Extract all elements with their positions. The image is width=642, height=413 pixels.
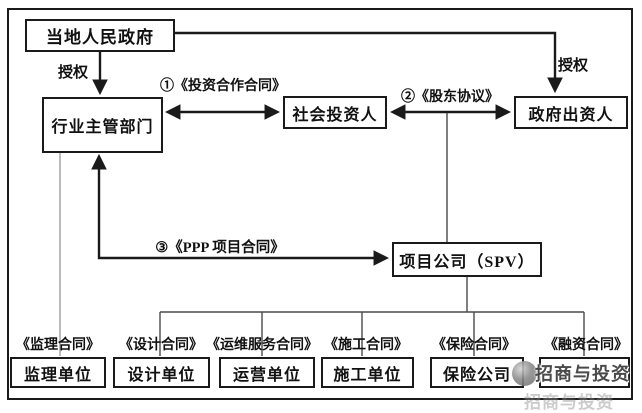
watermark-logo-icon: [512, 361, 537, 386]
watermark-text: 招商与投资: [535, 364, 630, 384]
node-supervision-unit-label: 监理单位: [23, 366, 92, 384]
node-gov-investor: 政府出资人: [514, 96, 628, 129]
label-om-service-contract: 《运维服务合同》: [206, 338, 318, 353]
node-gov-investor-label: 政府出资人: [528, 106, 614, 124]
label-supervision-contract: 《监理合同》: [16, 338, 100, 353]
node-insurance-company: 保险公司: [430, 357, 524, 388]
label-financing-contract: 《融资合同》: [544, 338, 628, 353]
node-social-investor: 社会投资人: [283, 96, 387, 129]
label-insurance-contract: 《保险合同》: [432, 338, 516, 353]
node-spv-label: 项目公司（SPV）: [399, 253, 535, 271]
edge-gov-to-gov-investor: [175, 31, 563, 94]
node-design-unit-label: 设计单位: [127, 366, 196, 384]
watermark-echo-text: 招商与投资: [524, 393, 614, 412]
node-local-government: 当地人民政府: [25, 19, 175, 52]
node-financing-unit: [539, 357, 630, 388]
node-construction-unit: 施工单位: [321, 357, 414, 388]
node-social-investor-label: 社会投资人: [292, 106, 378, 124]
node-operation-unit: 运营单位: [219, 357, 315, 388]
label-investment-contract: ①《投资合作合同》: [160, 79, 286, 94]
node-spv: 项目公司（SPV）: [392, 242, 542, 277]
node-industry-dept: 行业主管部门: [42, 97, 163, 153]
node-operation-unit-label: 运营单位: [232, 366, 301, 384]
node-insurance-company-label: 保险公司: [442, 366, 511, 384]
node-supervision-unit: 监理单位: [10, 357, 106, 388]
node-industry-dept-label: 行业主管部门: [51, 119, 154, 136]
node-construction-unit-label: 施工单位: [333, 366, 402, 384]
node-local-government-label: 当地人民政府: [46, 28, 154, 47]
edge-ppp-contract: [91, 153, 390, 266]
label-authorize-right: 授权: [558, 58, 589, 74]
node-design-unit: 设计单位: [113, 357, 210, 388]
label-shareholder-agreement: ②《股东协议》: [401, 90, 499, 105]
diagram-border: [7, 8, 633, 400]
label-authorize-left: 授权: [58, 65, 89, 81]
label-design-contract: 《设计合同》: [119, 338, 203, 353]
label-construction-contract: 《施工合同》: [324, 338, 408, 353]
label-ppp-contract: ③《PPP 项目合同》: [155, 240, 285, 256]
